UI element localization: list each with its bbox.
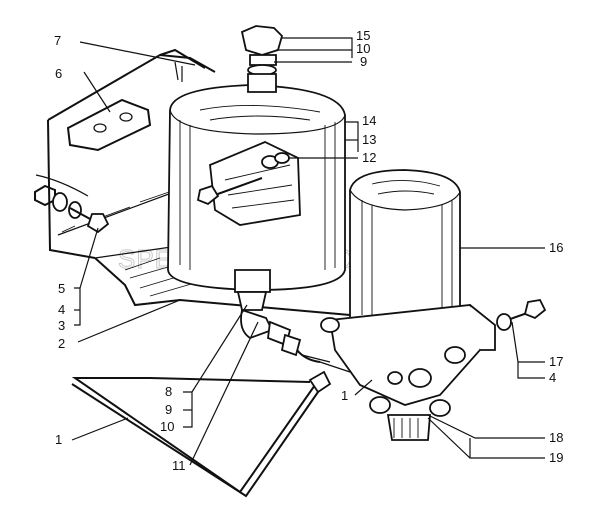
callout-1-right: 1 [341, 388, 348, 403]
air-dryer [320, 169, 496, 441]
callout-18: 18 [549, 430, 563, 445]
callout-12: 12 [362, 150, 376, 165]
callout-4-left: 4 [58, 302, 65, 317]
callout-8: 8 [165, 384, 172, 399]
callout-13: 13 [362, 132, 376, 147]
callout-17: 17 [549, 354, 563, 369]
callout-3: 3 [58, 318, 65, 333]
callout-9-bottom: 9 [165, 402, 172, 417]
bolt-washer-set-right [496, 299, 547, 331]
callout-7: 7 [54, 33, 61, 48]
callout-9-top: 9 [360, 54, 367, 69]
callout-5: 5 [58, 281, 65, 296]
air-pipe [71, 349, 351, 498]
bolt-washer-set-left [34, 174, 110, 234]
callout-4-right: 4 [549, 370, 556, 385]
callout-14: 14 [362, 113, 376, 128]
callout-2: 2 [58, 336, 65, 351]
mounting-bracket [47, 48, 351, 316]
callout-10-bottom: 10 [160, 419, 174, 434]
leader-lines [71, 37, 545, 466]
callout-16: 16 [549, 240, 563, 255]
callout-19: 19 [549, 450, 563, 465]
receiver-tank [167, 84, 346, 291]
callout-10-top: 10 [356, 41, 370, 56]
callout-6: 6 [55, 66, 62, 81]
drain-valve-top [240, 25, 284, 93]
callout-15: 15 [356, 28, 370, 43]
callout-11: 11 [172, 458, 186, 473]
callout-1-left: 1 [55, 432, 62, 447]
